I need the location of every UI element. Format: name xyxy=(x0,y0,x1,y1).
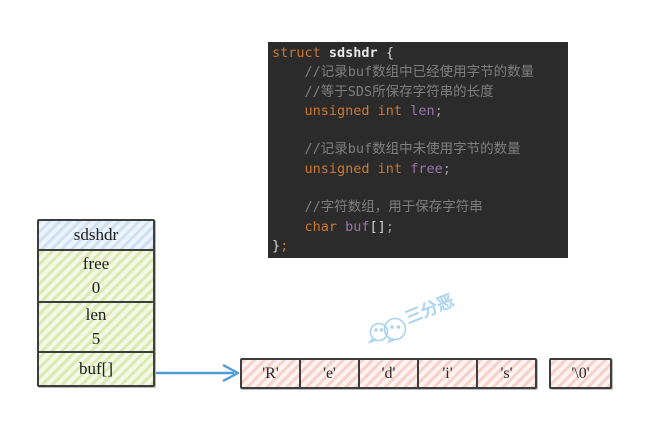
struct-row-label: free xyxy=(82,254,110,273)
struct-row-value: 0 xyxy=(91,278,101,297)
code-segment: //记录buf数组中未使用字节的数量 xyxy=(304,141,521,158)
code-line-5: //记录buf数组中未使用字节的数量 xyxy=(272,140,564,159)
code-line-10: }; xyxy=(272,237,564,256)
code-line-0: struct sdshdr { xyxy=(272,44,564,63)
code-segment: //字符数组，用于保存字符串 xyxy=(304,199,483,216)
code-segment: sdshdr xyxy=(328,45,386,61)
code-line-6: unsigned int free; xyxy=(272,160,564,179)
terminator-label: '\0' xyxy=(571,364,590,382)
sdshdr-struct-box: sdshdr free 0 len 5 buf[] xyxy=(37,219,155,387)
code-segment: buf xyxy=(345,218,370,235)
code-segment: //记录buf数组中已经使用字节的数量 xyxy=(304,64,535,81)
code-segment: ; xyxy=(385,218,394,235)
struct-row-free: free 0 xyxy=(37,249,155,303)
char-cell-3: 'i' xyxy=(417,358,478,389)
code-line-1: //记录buf数组中已经使用字节的数量 xyxy=(272,63,564,82)
code-segment: //等于SDS所保存字符串的长度 xyxy=(304,83,494,100)
code-segment xyxy=(272,141,305,157)
struct-row-buf: buf[] xyxy=(37,351,155,387)
code-segment xyxy=(272,84,305,100)
code-segment: char xyxy=(304,218,346,235)
char-cell-2: 'd' xyxy=(358,358,419,389)
wechat-chat-bubbles-icon xyxy=(367,317,407,344)
code-segment: } xyxy=(272,237,281,254)
code-segment: unsigned int xyxy=(304,102,411,119)
code-segment: ; xyxy=(434,102,443,119)
watermark: 三分恶 xyxy=(367,292,457,344)
code-segment xyxy=(272,64,305,80)
struct-row-value: 5 xyxy=(91,329,101,348)
struct-row-label: buf[] xyxy=(79,359,113,378)
code-line-3: unsigned int len; xyxy=(272,102,564,121)
code-segment: { xyxy=(385,45,394,61)
code-segment: ; xyxy=(280,237,289,254)
code-segment xyxy=(272,103,305,119)
struct-row-label: len xyxy=(85,305,107,324)
code-line-2: //等于SDS所保存字符串的长度 xyxy=(272,83,564,102)
code-segment: [] xyxy=(369,218,386,235)
struct-box-title: sdshdr xyxy=(73,225,119,244)
code-line-8: //字符数组，用于保存字符串 xyxy=(272,198,564,217)
struct-row-len: len 5 xyxy=(37,301,155,353)
code-segment xyxy=(272,161,305,177)
char-cell-0: 'R' xyxy=(240,358,301,389)
char-cell-4: 's' xyxy=(476,358,537,389)
code-segment: unsigned int xyxy=(304,160,411,177)
struct-box-header: sdshdr xyxy=(37,219,155,251)
buf-pointer-arrow xyxy=(155,363,240,383)
char-cell-1: 'e' xyxy=(299,358,360,389)
struct-code-block: struct sdshdr { //记录buf数组中已经使用字节的数量 //等于… xyxy=(268,42,568,258)
code-segment xyxy=(272,199,305,215)
code-segment xyxy=(272,219,305,235)
code-segment: ; xyxy=(442,160,451,177)
code-segment: free xyxy=(410,160,443,177)
char-cell-terminator: '\0' xyxy=(549,358,612,389)
watermark-text: 三分恶 xyxy=(402,292,456,328)
code-segment: len xyxy=(410,102,435,119)
code-line-4 xyxy=(272,121,564,140)
code-line-7 xyxy=(272,179,564,198)
code-segment: struct xyxy=(272,45,329,61)
code-line-9: char buf[]; xyxy=(272,218,564,237)
char-array: 'R''e''d''i''s' xyxy=(240,358,537,389)
